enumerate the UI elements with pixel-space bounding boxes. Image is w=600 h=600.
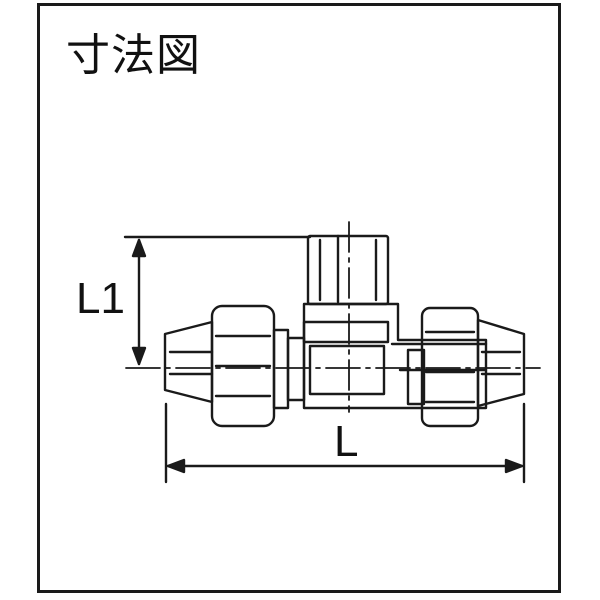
left-flare-body [163,320,214,404]
l-label: L [334,417,358,466]
l1-dimension-arrow [131,238,147,366]
left-hex-nut [210,304,276,428]
l-dimension-arrow [166,458,524,474]
top-threaded-branch [306,234,390,306]
diagram-title: 寸法図 [66,30,201,81]
left-collar [272,328,306,410]
right-flare-body [476,318,526,408]
diagram-frame [37,3,561,593]
l1-label: L1 [76,274,125,323]
tee-body [302,302,488,410]
